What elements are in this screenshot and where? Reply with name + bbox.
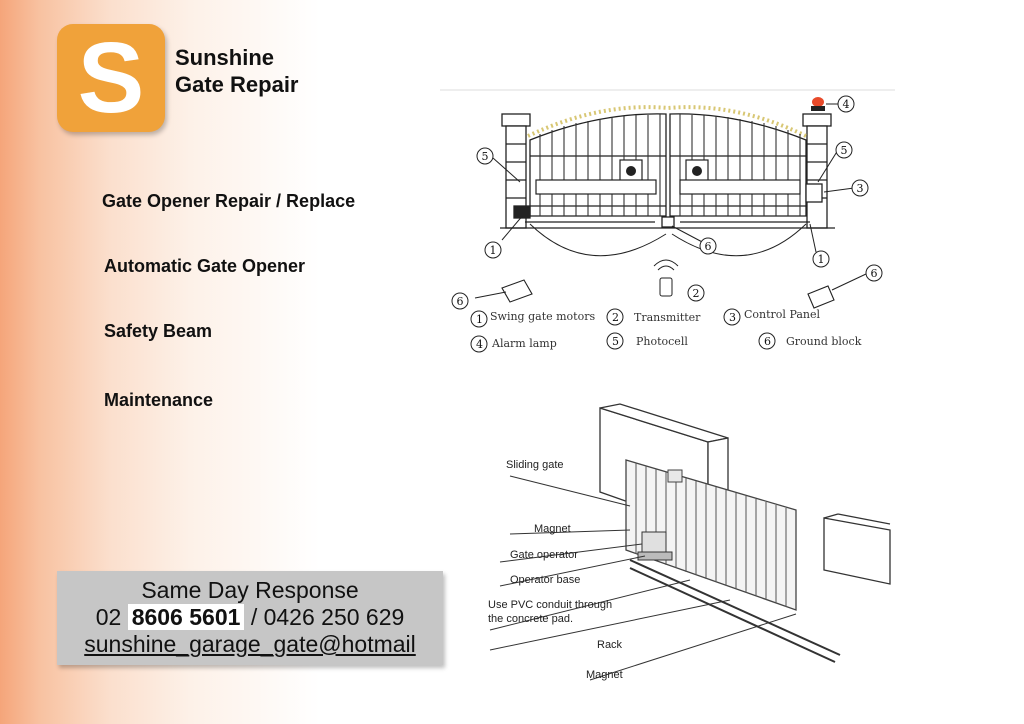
callout-1: 1 [818, 253, 825, 266]
sliding-gate-panel [625, 459, 797, 611]
legend-num: 2 [612, 311, 619, 324]
gate-operator-icon [637, 531, 673, 561]
brand-name-line1: Sunshine [175, 45, 275, 70]
logo-letter: S [77, 22, 145, 134]
left-pillar [501, 113, 531, 229]
label-magnet-2: Magnet [586, 669, 623, 681]
logo: S [57, 24, 165, 132]
legend-label: Transmitter [634, 311, 701, 324]
contact-headline: Same Day Response [141, 577, 359, 603]
callout-6: 6 [705, 240, 712, 253]
callout-6: 6 [871, 267, 878, 280]
ground-block-icon [501, 279, 533, 303]
callout-2: 2 [693, 287, 700, 300]
phone-number[interactable]: 8606 5601 [127, 604, 245, 630]
brand-name-line2: Gate Repair [175, 72, 299, 97]
callout-3: 3 [857, 182, 864, 195]
service-item: Automatic Gate Opener [104, 256, 306, 276]
swing-gate-diagram: 5 1 5 3 4 1 6 6 6 2 1 2 3 4 5 6 Swing ga… [440, 89, 895, 353]
legend-label: Swing gate motors [490, 310, 595, 323]
phone-separator: / [250, 604, 258, 630]
callout-5: 5 [482, 150, 489, 163]
label-pvc-conduit-2: the concrete pad. [488, 613, 573, 625]
label-pvc-conduit: Use PVC conduit through [488, 599, 612, 611]
service-item: Gate Opener Repair / Replace [102, 191, 356, 211]
legend-num: 1 [476, 313, 483, 326]
callout-1: 1 [490, 244, 497, 257]
label-sliding-gate: Sliding gate [506, 459, 564, 471]
label-operator-base: Operator base [510, 574, 580, 586]
sliding-gate-diagram: Sliding gate Magnet Gate operator Operat… [488, 403, 891, 681]
service-item: Safety Beam [104, 321, 213, 341]
legend-num: 5 [612, 335, 619, 348]
label-magnet: Magnet [534, 523, 571, 535]
contact-box: Same Day Response 02 8606 5601 / 0426 25… [57, 571, 443, 665]
mobile-number[interactable]: 0426 250 629 [263, 604, 405, 630]
callout-5: 5 [841, 144, 848, 157]
contact-phones: 02 8606 5601 / 0426 250 629 [57, 604, 443, 631]
gate-leaves [529, 113, 807, 217]
ground-block-icon [807, 285, 835, 309]
transmitter-icon [653, 259, 679, 297]
right-pillar [802, 113, 832, 229]
legend-num: 4 [476, 338, 483, 351]
contact-email[interactable]: sunshine_garage_gate@hotmail [84, 631, 416, 657]
legend-label: Ground block [786, 335, 862, 348]
legend-num: 3 [729, 311, 736, 324]
phone-prefix: 02 [95, 604, 122, 630]
label-rack: Rack [597, 639, 623, 651]
legend-label: Control Panel [744, 308, 820, 321]
callout-4: 4 [843, 98, 850, 111]
legend-label: Alarm lamp [491, 337, 557, 350]
alarm-lamp-icon [811, 97, 825, 111]
callout-6: 6 [457, 295, 464, 308]
legend-label: Photocell [636, 335, 688, 348]
legend-num: 6 [764, 335, 771, 348]
label-gate-operator: Gate operator [510, 549, 578, 561]
service-item: Maintenance [104, 390, 214, 410]
